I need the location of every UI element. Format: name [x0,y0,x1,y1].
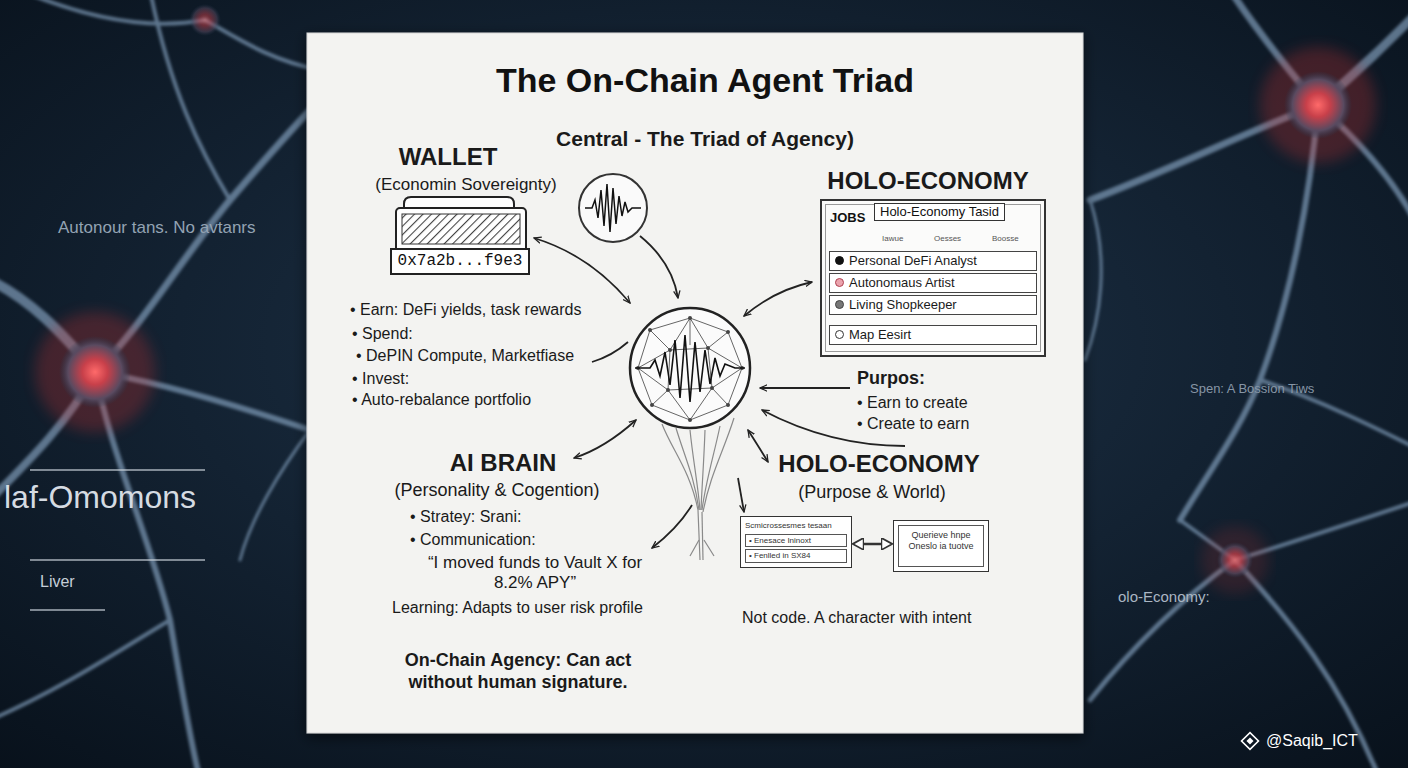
section-subheading: (Purpose & World) [772,482,972,504]
paper-panel [307,33,1083,733]
job-name: Map Eesirt [849,327,1032,343]
watermark-icon [1242,733,1259,750]
panel-text: Iawue [882,234,903,244]
status-dot [835,256,844,265]
job-item: Map Eesirt [829,325,1037,345]
bullet-text: • Auto-rebalance portfolio [352,390,531,409]
job-item: Living Shopkeeper [829,295,1037,315]
job-name: Autonomaus Artist [849,275,1032,291]
panel-text: Boosse [992,234,1019,244]
double-arrow [854,543,891,546]
bullet-text: • Spend: [352,324,413,343]
note-text: Not code. A character with intent [742,608,971,627]
bullet-text: • Create to earn [857,414,969,433]
card-text: • Enesace Ininoxt [745,534,847,548]
panel-text: JOBS [830,210,865,226]
quote-text: “I moved funds to Vault X for 8.2% APY” [420,553,650,594]
section-subheading: (Personality & Cogention) [377,480,617,502]
bullet-text: • Communication: [410,530,536,549]
wallet-address: 0x7a2b...f9e3 [398,252,523,271]
background-text: Spen: A Bossion Tiws [1190,381,1314,397]
status-dot [835,278,844,287]
job-name: Living Shopkeeper [849,297,1032,313]
diagram-title: The On-Chain Agent Triad [430,60,980,101]
network-sphere [630,308,750,428]
bullet-text: • DePIN Compute, Marketfiase [356,346,574,365]
status-dot [835,330,844,339]
bullet-text: • Invest: [352,369,409,388]
background-text: Liver [40,572,75,591]
panel-title: Holo-Economy Tasid [880,204,999,220]
section-heading: HOLO-ECONOMY [808,167,1048,196]
section-heading: AI BRAIN [413,449,593,478]
address-box: 0x7a2b...f9e3 [390,248,531,275]
background-text: laf-Omomons [4,478,196,516]
card-text: • Fenlled in SX84 [745,549,847,563]
card-text: Scmicrossesmes tesaan [745,521,847,531]
note-text: Learning: Adapts to user risk profile [392,598,643,617]
jobs-panel: Holo-Economy TasidPersonal DeFi AnalystA… [820,199,1046,357]
bullet-heading: Purpos: [857,368,925,390]
watermark: @Saqib_ICT [1266,731,1358,750]
sketch-card: Scmicrossesmes tesaan • Enesace Ininoxt• … [740,516,852,568]
bullet-text: • Stratey: Srani: [410,507,521,526]
panel-text: Oesses [934,234,961,244]
footer-note: On-Chain Agency: Can act without human s… [373,650,663,693]
status-dot [835,300,844,309]
background-text: Autonour tans. No avtanrs [58,218,256,238]
section-heading: WALLET [358,143,538,172]
subtitle: Central - The Triad of Agency) [490,126,920,151]
background-text: olo-Economy: [1118,588,1210,606]
card-text: Querieve hnpe Oneslo ia tuotve [901,530,981,552]
job-item: Autonomaus Artist [829,273,1037,293]
brain-stem [662,418,734,560]
job-name: Personal DeFi Analyst [849,253,1032,269]
section-heading: HOLO-ECONOMY [759,450,999,479]
job-item: Personal DeFi Analyst [829,251,1037,271]
section-subheading: (Economin Sovereignty) [346,175,586,195]
sketch-card: Querieve hnpe Oneslo ia tuotve [893,520,989,572]
signal-circle [579,174,647,242]
bullet-text: • Earn: DeFi yields, task rewards [350,300,581,319]
panel-title-box: Holo-Economy Tasid [874,203,1005,221]
bullet-text: • Earn to create [857,393,968,412]
